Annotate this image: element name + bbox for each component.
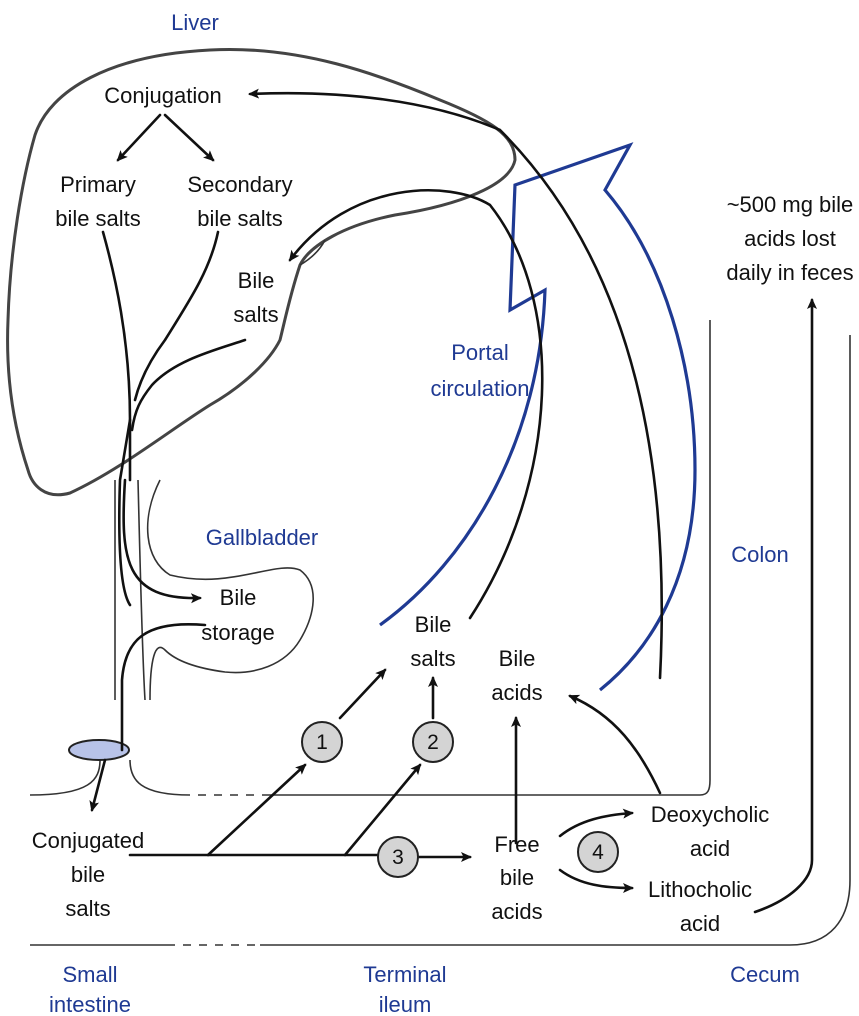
feces-note-line3: daily in feces xyxy=(726,260,853,285)
bile-storage-line1: Bile xyxy=(220,585,257,610)
secondary-bile-salt-tract xyxy=(133,230,220,402)
step-4: 4 xyxy=(577,831,619,873)
intestine-upper-wall xyxy=(190,320,711,796)
step-2-label: 2 xyxy=(427,731,439,754)
bile-acids-line1: Bile xyxy=(499,646,536,671)
primary-label-line2: bile salts xyxy=(55,206,141,231)
bile-storage-line2: storage xyxy=(201,620,274,645)
to-deoxycholic-arrow xyxy=(558,808,634,838)
return-to-conjugation-arrow xyxy=(248,88,664,680)
deoxycholic-to-bile-acids-arrow xyxy=(568,694,662,795)
conjugation-label: Conjugation xyxy=(104,83,221,108)
liver-to-storage-arrow xyxy=(122,478,202,604)
cecum-label: Cecum xyxy=(730,962,800,987)
portal-label-line1: Portal xyxy=(451,340,508,365)
step-4-label: 4 xyxy=(592,841,604,864)
terminal-ileum-label-line1: Terminal xyxy=(363,962,446,987)
feces-note-line1: ~500 mg bile xyxy=(727,192,854,217)
gallbladder-label: Gallbladder xyxy=(206,525,319,550)
small-intestine-label-line2: intestine xyxy=(49,992,131,1016)
liver-bile-salts-line2: salts xyxy=(233,302,278,327)
bile-duct-right xyxy=(137,479,146,701)
small-intestine-label-line1: Small xyxy=(62,962,117,987)
liver-bile-salts-line1: Bile xyxy=(238,268,275,293)
deoxycholic-line1: Deoxycholic xyxy=(651,802,770,827)
conjugated-label-line3: salts xyxy=(65,896,110,921)
tract-join xyxy=(118,418,132,607)
portal-label-line2: circulation xyxy=(430,376,529,401)
duct-to-intestine-right xyxy=(129,759,191,796)
conjugated-label-line2: bile xyxy=(71,862,105,887)
free-bile-acids-line1: Free xyxy=(494,832,539,857)
free-bile-acids-line2: bile xyxy=(500,865,534,890)
step-1: 1 xyxy=(301,721,343,763)
liver-duct-contour xyxy=(299,239,326,266)
portal-vein-outline xyxy=(379,142,697,692)
terminal-ileum-label-line2: ileum xyxy=(379,992,432,1016)
secondary-label-line2: bile salts xyxy=(197,206,283,231)
step2-arrow xyxy=(343,763,422,857)
conjugated-label-line1: Conjugated xyxy=(32,828,145,853)
feces-note-line2: acids lost xyxy=(744,226,836,251)
gallbladder-outline xyxy=(146,479,314,701)
secondary-label-line1: Secondary xyxy=(187,172,292,197)
liver-outline xyxy=(6,47,517,497)
sphincter-of-oddi xyxy=(68,739,130,761)
lithocholic-line2: acid xyxy=(680,911,720,936)
intestine-bile-salts-line2: salts xyxy=(410,646,455,671)
primary-label-line1: Primary xyxy=(60,172,136,197)
bile-salts-tract xyxy=(130,338,247,432)
storage-to-intestine-path xyxy=(120,622,207,752)
primary-bile-salt-tract xyxy=(101,230,132,482)
conjugation-to-secondary-arrow xyxy=(163,113,215,162)
step-3-label: 3 xyxy=(392,846,404,869)
liver-label: Liver xyxy=(171,10,219,35)
intestine-lower-wall xyxy=(30,335,851,946)
duct-to-intestine-left xyxy=(29,759,101,796)
step-3: 3 xyxy=(377,836,419,878)
return-to-bile-salts-arrow xyxy=(288,189,544,620)
deoxycholic-line2: acid xyxy=(690,836,730,861)
colon-label: Colon xyxy=(731,542,788,567)
into-intestine-arrow xyxy=(89,758,107,812)
to-lithocholic-arrow xyxy=(558,868,634,893)
feces-loss-arrow xyxy=(753,298,817,914)
free-bile-acids-line3: acids xyxy=(491,899,542,924)
step-2: 2 xyxy=(412,721,454,763)
step1-arrow xyxy=(206,763,307,857)
step-1-label: 1 xyxy=(316,731,328,754)
conjugation-to-primary-arrow xyxy=(116,113,162,162)
step1-to-bile-salts-arrow xyxy=(338,668,387,720)
bile-acids-line2: acids xyxy=(491,680,542,705)
lithocholic-line1: Lithocholic xyxy=(648,877,752,902)
intestine-bile-salts-line1: Bile xyxy=(415,612,452,637)
